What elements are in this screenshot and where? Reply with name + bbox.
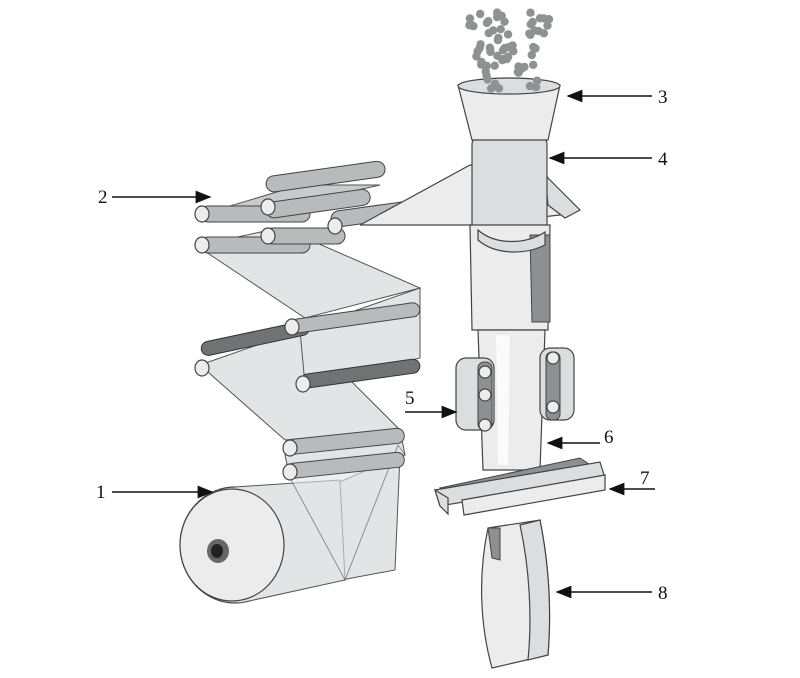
sealing-jaws <box>433 457 606 516</box>
label-6: 6 <box>604 427 614 448</box>
label-5: 5 <box>405 388 415 409</box>
granule <box>477 57 486 67</box>
granule <box>482 71 491 80</box>
label-3: 3 <box>658 87 668 108</box>
granule <box>490 61 499 70</box>
granule <box>465 21 474 30</box>
granule <box>530 26 539 35</box>
label-2: 2 <box>98 187 108 208</box>
granule <box>529 60 538 69</box>
callout-arrows <box>112 89 655 599</box>
granule <box>539 29 549 38</box>
pull-belt-right <box>539 347 575 421</box>
granule <box>502 54 512 64</box>
label-1: 1 <box>96 482 106 503</box>
callout-labels: 2 1 3 4 5 6 7 8 <box>96 87 668 604</box>
granule <box>532 76 542 85</box>
forming-collar <box>359 137 581 331</box>
granule <box>490 79 500 88</box>
product-granules <box>465 8 554 93</box>
granule <box>476 40 485 49</box>
label-7: 7 <box>640 468 650 489</box>
granule <box>465 14 475 23</box>
granule <box>496 25 505 34</box>
pull-belt-left <box>455 357 495 432</box>
finished-bag <box>481 519 551 669</box>
granule <box>489 26 498 35</box>
granule <box>517 64 526 73</box>
granule <box>543 21 552 30</box>
guide-rollers <box>194 160 421 481</box>
granule <box>525 81 535 91</box>
granule <box>503 30 513 39</box>
granule <box>531 44 540 53</box>
granule <box>476 9 485 19</box>
label-4: 4 <box>658 149 668 170</box>
granule <box>494 33 503 43</box>
granule <box>544 15 554 24</box>
product-hopper <box>457 77 561 141</box>
label-8: 8 <box>658 583 668 604</box>
granule <box>482 18 492 28</box>
granule <box>486 45 495 54</box>
granule <box>492 12 502 22</box>
granule <box>473 47 482 56</box>
granule <box>527 50 536 60</box>
granule <box>498 46 508 55</box>
granule <box>531 82 541 92</box>
granule <box>528 17 537 27</box>
granule <box>526 8 535 17</box>
